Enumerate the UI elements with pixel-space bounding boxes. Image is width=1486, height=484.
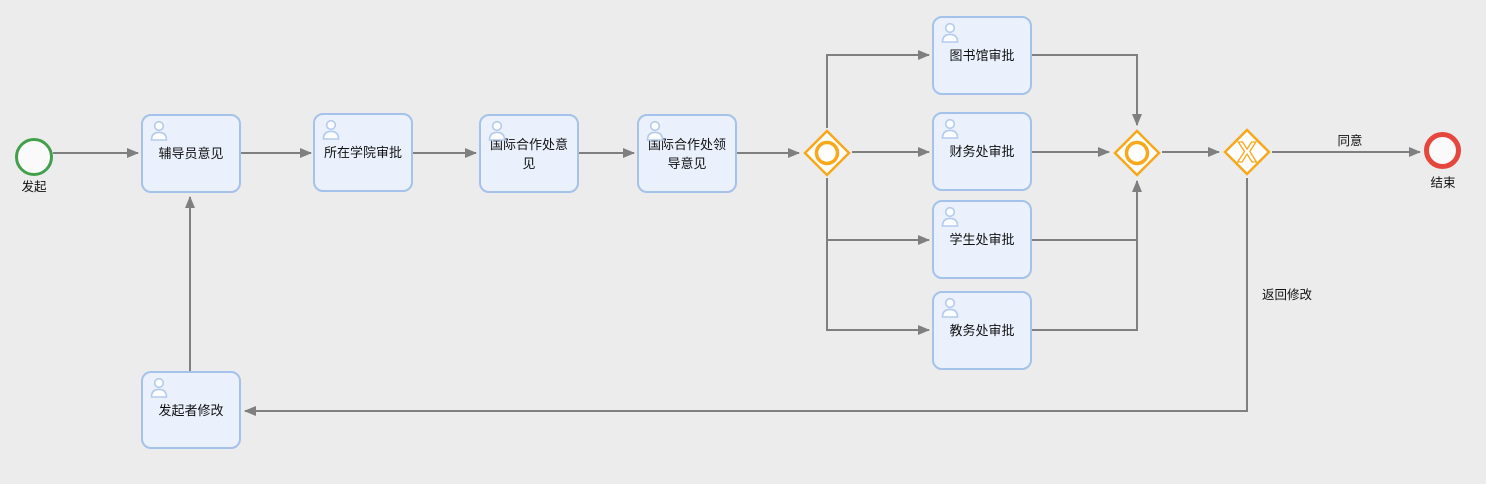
user-icon <box>150 120 168 141</box>
task-student-affairs-approval[interactable]: 学生处审批 <box>932 200 1032 279</box>
exclusive-gateway[interactable]: X <box>1222 127 1272 177</box>
x-in-diamond-icon: X <box>1237 137 1257 169</box>
flow-split-to-academic <box>826 178 930 335</box>
task-label: 发起者修改 <box>158 402 224 418</box>
task-label: 图书馆审批 <box>949 48 1015 64</box>
task-label: 学生处审批 <box>949 232 1015 248</box>
user-icon <box>322 119 340 140</box>
user-icon <box>488 120 506 141</box>
task-label: 教务处审批 <box>949 323 1015 339</box>
task-label: 辅导员意见 <box>158 146 224 162</box>
user-icon <box>941 297 959 318</box>
task-college-approval[interactable]: 所在学院审批 <box>313 113 413 192</box>
task-academic-affairs-approval[interactable]: 教务处审批 <box>932 291 1032 370</box>
start-event[interactable] <box>15 138 53 176</box>
task-initiator-revision[interactable]: 发起者修改 <box>141 371 241 449</box>
task-library-approval[interactable]: 图书馆审批 <box>932 16 1032 95</box>
diamond-shape <box>1113 129 1161 177</box>
inclusive-gateway-join[interactable] <box>1112 128 1162 178</box>
start-event-label: 发起 <box>21 180 47 194</box>
circle-in-diamond-icon <box>814 140 840 166</box>
circle-in-diamond-icon <box>1124 140 1150 166</box>
task-label: 所在学院审批 <box>323 145 402 161</box>
flow-label-return-for-revision: 返回修改 <box>1262 288 1313 302</box>
user-icon <box>646 120 664 141</box>
task-label: 财务处审批 <box>949 144 1015 160</box>
user-icon <box>941 22 959 43</box>
user-icon <box>941 206 959 227</box>
flow-decision-to-revision <box>244 178 1248 416</box>
end-event-label: 结束 <box>1430 176 1456 190</box>
task-intl-office-opinion[interactable]: 国际合作处意见 <box>479 114 579 193</box>
diamond-shape <box>803 129 851 177</box>
flow-academic-to-join <box>1032 180 1142 331</box>
end-event[interactable] <box>1424 132 1461 169</box>
user-icon <box>150 377 168 398</box>
diamond-shape <box>1223 128 1271 176</box>
flow-label-approve: 同意 <box>1337 134 1363 148</box>
task-intl-office-leader-opinion[interactable]: 国际合作处领导意见 <box>637 114 737 193</box>
user-icon <box>941 118 959 139</box>
task-counselor-opinion[interactable]: 辅导员意见 <box>141 114 241 193</box>
task-finance-office-approval[interactable]: 财务处审批 <box>932 112 1032 191</box>
flow-library-to-join <box>1032 54 1142 126</box>
task-label: 国际合作处领导意见 <box>647 137 726 171</box>
inclusive-gateway-split[interactable] <box>802 128 852 178</box>
flow-split-to-student <box>826 178 930 245</box>
flow-split-to-library <box>826 50 930 128</box>
task-label: 国际合作处意见 <box>489 137 568 171</box>
